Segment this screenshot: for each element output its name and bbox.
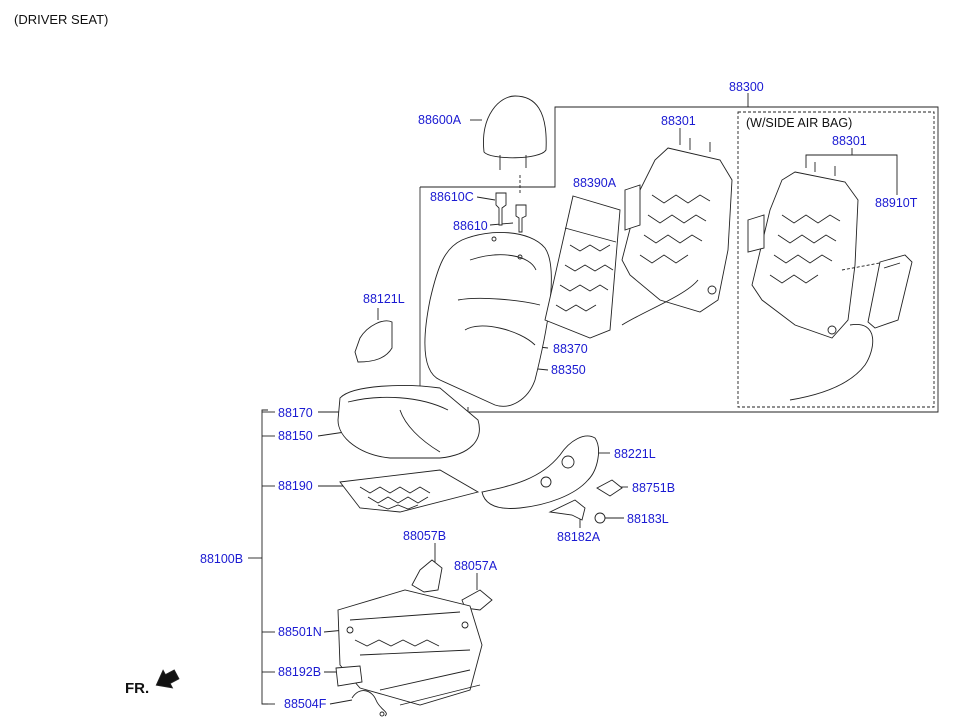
part-label-88610[interactable]: 88610 [453, 219, 488, 233]
side-airbag-module-icon [867, 254, 913, 329]
part-label-88190[interactable]: 88190 [278, 479, 313, 493]
side-cover-icon [354, 320, 393, 363]
bracket-88100B [261, 409, 268, 705]
seat-back-pad-icon [544, 195, 621, 339]
part-label-88370[interactable]: 88370 [553, 342, 588, 356]
seat-track-frame-icon [337, 589, 483, 706]
airbag-inset-title: (W/SIDE AIR BAG) [746, 116, 853, 130]
part-label-88504F[interactable]: 88504F [284, 697, 327, 711]
part-label-88501N[interactable]: 88501N [278, 625, 322, 639]
part-label-88751B[interactable]: 88751B [632, 481, 676, 495]
motor-icon [335, 665, 363, 687]
part-label-88350[interactable]: 88350 [551, 363, 586, 377]
headrest-guide-icon [495, 192, 527, 233]
airbag-inset-box [737, 111, 935, 408]
headrest-icon [483, 95, 547, 195]
seat-back-cushion-icon [424, 231, 552, 407]
part-label-88057B[interactable]: 88057B [403, 529, 447, 543]
front-arrow-icon [155, 669, 180, 689]
part-label-88192B[interactable]: 88192B [278, 665, 322, 679]
part-label-88183L[interactable]: 88183L [627, 512, 669, 526]
part-label-88910T[interactable]: 88910T [875, 196, 918, 210]
part-label-88300[interactable]: 88300 [729, 80, 764, 94]
wiring-harness-icon [351, 690, 387, 717]
part-label-88170[interactable]: 88170 [278, 406, 313, 420]
bracket-icon [411, 559, 493, 611]
part-label-88600A[interactable]: 88600A [418, 113, 462, 127]
part-label-88100B[interactable]: 88100B [200, 552, 244, 566]
cushion-pad-icon [339, 469, 480, 513]
front-direction-label: FR. [125, 680, 150, 697]
part-label-88121L[interactable]: 88121L [363, 292, 405, 306]
seat-cushion-icon [337, 385, 480, 459]
part-label-88221L[interactable]: 88221L [614, 447, 656, 461]
part-label-88610C[interactable]: 88610C [430, 190, 474, 204]
diagram-caption: (DRIVER SEAT) [14, 12, 109, 27]
side-shield-icon [481, 435, 599, 509]
part-label-88390A[interactable]: 88390A [573, 176, 617, 190]
knob-icon [548, 479, 623, 524]
part-label-88182A[interactable]: 88182A [557, 530, 601, 544]
part-label-88301[interactable]: 88301 [661, 114, 696, 128]
seat-back-frame-icon [621, 138, 733, 326]
part-label-88301-airbag[interactable]: 88301 [832, 134, 867, 148]
airbag-seat-frame-icon [747, 162, 886, 401]
part-label-88150[interactable]: 88150 [278, 429, 313, 443]
part-label-88057A[interactable]: 88057A [454, 559, 498, 573]
